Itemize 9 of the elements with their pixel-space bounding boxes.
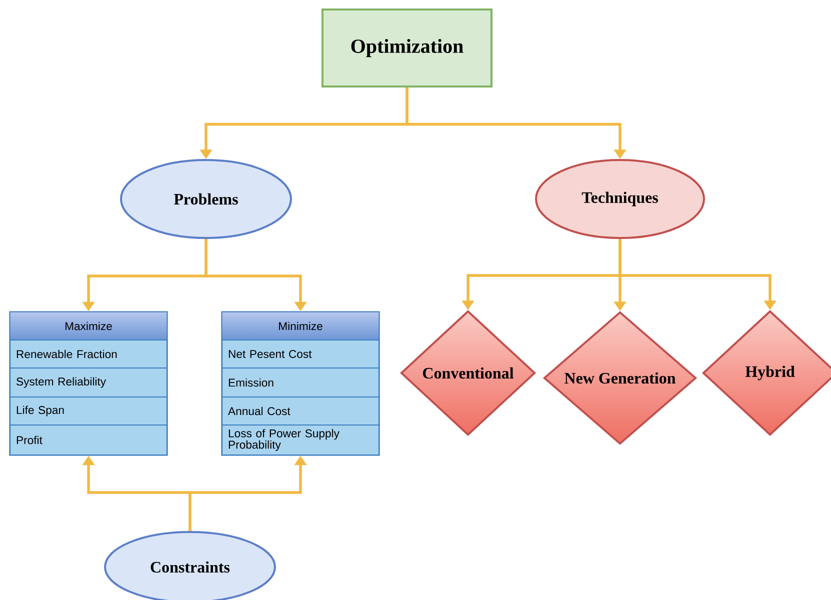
table-row: Net Pesent Cost: [221, 339, 380, 369]
table-row: Profit: [9, 424, 168, 456]
table-row: Annual Cost: [221, 396, 380, 426]
table-row: Emission: [221, 367, 380, 398]
table-row: Loss of Power Supply Probability: [221, 424, 380, 456]
table-row: Life Span: [9, 396, 168, 426]
table-row: Renewable Fraction: [9, 339, 168, 369]
table-row: System Reliability: [9, 367, 168, 398]
title-box: Optimization: [322, 8, 492, 88]
